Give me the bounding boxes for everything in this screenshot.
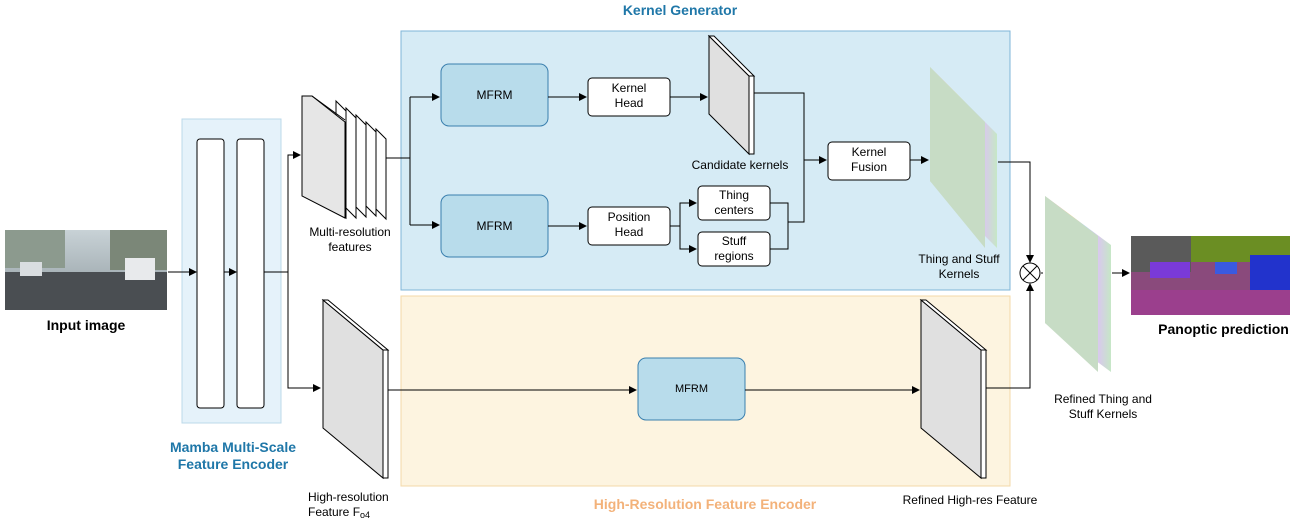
thing-stuff-kernels-slab xyxy=(930,67,997,248)
input-image-thumbnail xyxy=(5,230,167,310)
candidate-kernels-slab xyxy=(707,34,756,156)
stuff-regions-label-2: regions xyxy=(714,249,754,263)
input-image-label: Input image xyxy=(46,317,126,333)
high-res-encoder-title: High-Resolution Feature Encoder xyxy=(593,496,817,512)
kernel-fusion-box xyxy=(827,141,911,181)
kernel-fusion-label-2: Fusion xyxy=(850,160,888,174)
kernel-generator-title: Kernel Generator xyxy=(622,2,738,18)
thing-stuff-kernels-label-1: Thing and Stuff xyxy=(918,252,1000,266)
high-resolution-label-main: Feature F xyxy=(308,505,361,519)
position-head-label-2: Head xyxy=(614,225,644,239)
high-resolution-label-subscript: o4 xyxy=(360,510,371,520)
mfrm-top-label: MFRM xyxy=(476,88,513,102)
high-resolution-feature-slab xyxy=(321,298,390,480)
multi-resolution-feature-stack xyxy=(301,95,387,221)
mfrm-mid-label: MFRM xyxy=(476,219,513,233)
connectors xyxy=(168,92,1130,394)
candidate-kernels-label: Candidate kernels xyxy=(691,158,789,172)
refined-high-res-label: Refined High-res Feature xyxy=(902,493,1038,507)
multires-label-1: Multi-resolution xyxy=(309,225,391,239)
high-resolution-label-2: Feature Fo4 xyxy=(308,505,418,523)
mamba-encoder-title-line2: Feature Encoder xyxy=(177,456,289,472)
refined-kernels-label-1: Refined Thing and xyxy=(1054,392,1152,406)
refined-kernels-slab xyxy=(1045,196,1111,372)
kernel-head-label-2: Head xyxy=(614,96,644,110)
position-head-label-1: Position xyxy=(607,210,651,224)
mfrm-low-label: MFRM xyxy=(675,383,708,395)
panoptic-prediction-label: Panoptic prediction xyxy=(1158,321,1289,337)
refined-high-res-feature-slab xyxy=(919,298,988,480)
mamba-encoder-title-line1: Mamba Multi-Scale xyxy=(169,439,297,455)
encoder-stage-1 xyxy=(196,138,225,409)
mfrm-top-block xyxy=(440,63,549,127)
thing-centers-label-1: Thing xyxy=(718,188,750,202)
refined-kernels-label-2: Stuff Kernels xyxy=(1068,407,1138,421)
multires-label-2: features xyxy=(328,240,372,254)
kernel-head-label-1: Kernel xyxy=(611,81,647,95)
kernel-fusion-label-1: Kernel xyxy=(851,145,887,159)
thing-stuff-kernels-label-2: Kernels xyxy=(938,267,980,281)
high-resolution-label-1: High-resolution xyxy=(308,490,389,504)
thing-centers-label-2: centers xyxy=(714,203,754,217)
stuff-regions-label-1: Stuff xyxy=(721,234,747,248)
mfrm-low-block xyxy=(637,357,746,421)
panoptic-prediction-thumbnail xyxy=(1131,236,1290,315)
encoder-stage-2 xyxy=(236,138,265,409)
multiply-operator-icon xyxy=(1019,262,1041,284)
